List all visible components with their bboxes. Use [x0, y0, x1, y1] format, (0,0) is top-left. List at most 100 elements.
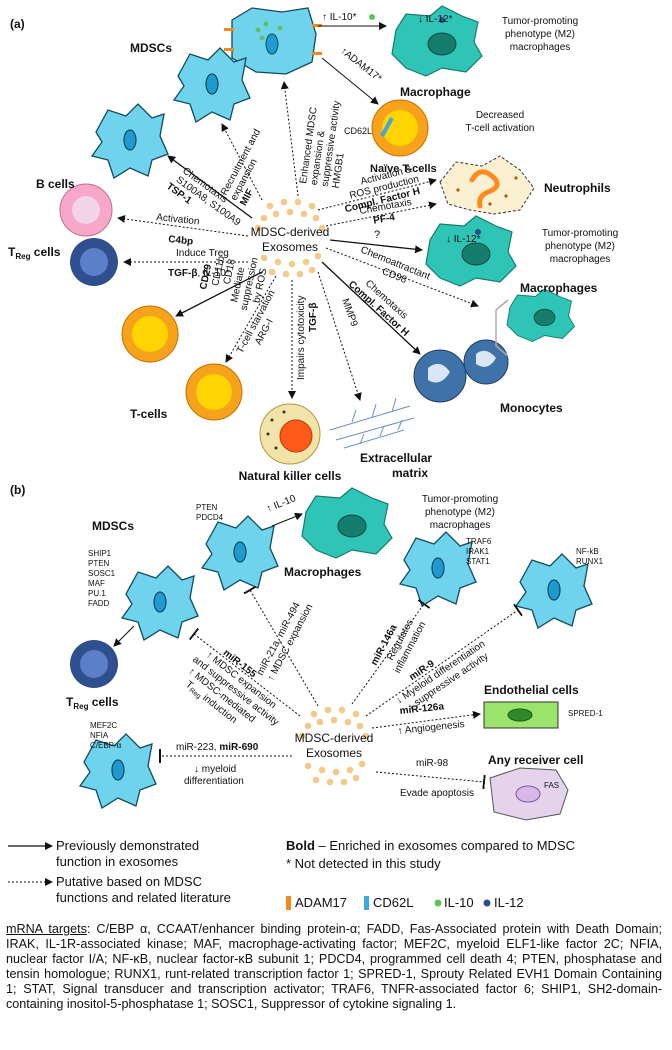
legend-il10-label: IL-10	[444, 895, 474, 910]
mir98-label-1: miR-98	[416, 758, 449, 769]
ecm-label-2: matrix	[392, 466, 428, 480]
m2-mid-label-3: macrophages	[550, 254, 611, 265]
svg-text:PTEN: PTEN	[88, 559, 110, 568]
cebp-label: C/EBP-α	[90, 741, 122, 750]
legend-solid-text: Previously demonstrated function in exos…	[56, 838, 200, 869]
arrow-pf4	[325, 201, 437, 227]
endothelial-label: Endothelial cells	[484, 683, 579, 697]
svg-text:PU.1: PU.1	[88, 589, 106, 598]
il12-top-label: ↓ IL-12*	[418, 14, 453, 25]
monocyte-bracket-icon	[495, 299, 509, 357]
legend-dotted-text: Putative based on MDSC functions and rel…	[56, 874, 231, 905]
arrow-cfh-mono	[321, 261, 421, 355]
legend-il12-label: IL-12	[494, 895, 524, 910]
monocyte-cells	[413, 339, 509, 403]
macrophage-from-monocyte	[506, 288, 575, 342]
il12-mid-label: ↓ IL-12*	[446, 234, 481, 245]
svg-text:SOSC1: SOSC1	[88, 569, 116, 578]
arrow-mir21	[243, 585, 319, 707]
macrophage-mid-cell	[425, 215, 517, 287]
legend-adam17-icon	[286, 896, 291, 910]
act-c4bp-label-1: Activation	[156, 212, 200, 227]
m2-top-label-1: Tumor-promoting	[502, 16, 578, 27]
cd29-label: CD29 CD11b CD18 Mediate suppression by R…	[196, 245, 272, 314]
mdsc-b-top-cell	[201, 515, 279, 591]
svg-text:FADD: FADD	[88, 599, 110, 608]
macrophages-mid-label: Macrophages	[520, 281, 598, 295]
mef2c-label: MEF2C	[90, 721, 117, 730]
legend-cd62l-label: CD62L	[373, 895, 414, 910]
arrow-mir98	[375, 771, 486, 790]
il10-dot-icon	[369, 14, 375, 20]
arrow-question	[329, 239, 423, 254]
irak1-label: IRAK1	[466, 547, 490, 556]
act-c4bp-label-2: C4bp	[168, 234, 194, 248]
induce-label-2: TGF-β, IL-10*	[168, 268, 230, 279]
m2-top-label-3: macrophages	[510, 42, 571, 53]
center-label-a-1: MDSC-derived	[251, 225, 330, 239]
adam17-label: ↑ADAM17*	[338, 46, 383, 85]
m2-top-label-2: phenotype (M2)	[505, 29, 575, 40]
mdsc-chemotaxis-cell	[91, 103, 169, 179]
macrophages-b-label: Macrophages	[284, 565, 362, 579]
arrow-cd98	[325, 247, 479, 308]
neutrophil-cell	[439, 155, 535, 215]
t-cell-left	[121, 305, 179, 363]
il12-mid-dot-icon	[475, 229, 481, 235]
nfkb-label: NF-kB	[576, 547, 599, 556]
induce-label-1: Induce Treg	[176, 248, 229, 259]
arrow-adam17	[321, 57, 379, 105]
center-label-a-2: Exosomes	[262, 240, 318, 254]
svg-text:SHIP1: SHIP1	[88, 549, 112, 558]
macrophage-top-label: Macrophage	[400, 85, 471, 99]
arrow-arg1	[225, 275, 277, 363]
nfia-label: NFIA	[90, 731, 109, 740]
mir126-label-1: miR-126a	[399, 701, 445, 717]
ecm-fibers-icon	[329, 397, 415, 449]
b-cell	[59, 183, 113, 237]
caption-paragraph: mRNA targets: C/EBP α, CCAAT/enhancer bi…	[6, 922, 662, 1012]
runx1-label: RUNX1	[576, 557, 604, 566]
legend-il10-icon	[434, 899, 442, 907]
arrow-s100	[167, 155, 253, 219]
treg-cell-b	[70, 640, 118, 688]
nk-cell	[259, 403, 321, 465]
il12-dot-icon	[439, 17, 445, 23]
neutrophils-label: Neutrophils	[544, 181, 611, 195]
svg-text:MAF: MAF	[88, 579, 105, 588]
myeloid-label-1: ↓ myeloid	[194, 764, 236, 775]
mdsc-source-cell	[224, 7, 322, 75]
mdscs-b-label: MDSCs	[92, 519, 134, 533]
arrow-hmgb1	[280, 81, 299, 197]
arrow-c4bp	[117, 214, 249, 237]
caption-body: : C/EBP α, CCAAT/enhancer binding protei…	[6, 922, 662, 1011]
naive-t-label: Naïve T-cells	[370, 163, 437, 175]
arrow-mmp9	[317, 271, 362, 401]
legend-bold-note: Bold – Enriched in exosomes compared to …	[286, 838, 576, 853]
chemo-cfh-label: Chemotaxis Compl. Factor H	[346, 270, 419, 339]
treg-label-b: TReg cells	[66, 695, 119, 711]
arrow-mdsc-to-treg	[113, 625, 135, 647]
mdsc-b-traf-cell	[399, 531, 477, 607]
decreased-label-1: Decreased	[476, 110, 524, 121]
arrow-il10-b	[271, 512, 303, 527]
t-cells-label: T-cells	[130, 407, 168, 421]
center-label-b-2: Exosomes	[306, 746, 362, 760]
mdscs-label-a: MDSCs	[130, 41, 172, 55]
panel-a-label: (a)	[10, 17, 25, 31]
mir98-label-2: Evade apoptosis	[400, 788, 474, 799]
mdsc-target-list: SHIP1 PTEN SOSC1 MAF PU.1 FADD	[88, 549, 116, 608]
m2-b-label-2: phenotype (M2)	[425, 507, 495, 518]
legend-cd62l-icon	[364, 896, 369, 910]
mir223-label: miR-223, miR-690	[176, 742, 259, 753]
myeloid-label-2: differentiation	[184, 776, 244, 787]
arrow-mir9	[365, 603, 523, 717]
m2-b-label-1: Tumor-promoting	[422, 494, 498, 505]
caption-heading: mRNA targets	[6, 922, 87, 936]
arrow-activation-neut	[317, 177, 437, 211]
impairs-label: Impairs cytotoxicity TGF-β	[296, 293, 319, 380]
endothelial-cell	[483, 701, 559, 729]
il10-b-label: ↑ IL-10	[265, 493, 298, 515]
receiver-cell	[489, 767, 569, 821]
